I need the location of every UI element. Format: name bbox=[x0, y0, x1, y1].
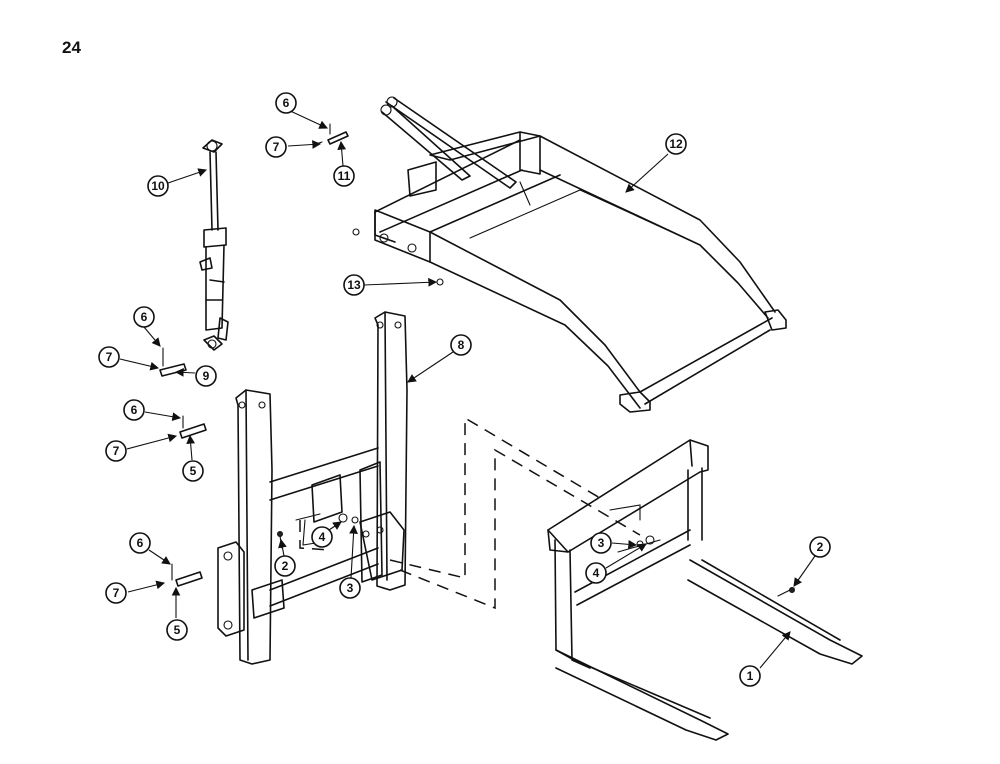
svg-text:12: 12 bbox=[669, 137, 683, 151]
hydraulic-cylinder bbox=[199, 139, 229, 351]
svg-text:9: 9 bbox=[203, 369, 210, 383]
callout-6-top: 6 bbox=[275, 92, 297, 114]
svg-text:2: 2 bbox=[817, 540, 824, 554]
leader-lines bbox=[119, 108, 816, 669]
callout-10: 10 bbox=[147, 175, 169, 197]
platform-frame bbox=[374, 96, 787, 413]
svg-text:8: 8 bbox=[458, 338, 465, 352]
svg-text:7: 7 bbox=[113, 444, 120, 458]
callout-3-right: 3 bbox=[590, 532, 612, 554]
callout-7-mid1: 7 bbox=[98, 346, 120, 368]
svg-text:3: 3 bbox=[347, 581, 354, 595]
page-number: 24 bbox=[62, 38, 81, 57]
callout-4-right: 4 bbox=[585, 562, 607, 584]
callout-1: 1 bbox=[739, 665, 761, 687]
callout-2-left: 2 bbox=[274, 555, 296, 577]
svg-text:5: 5 bbox=[190, 464, 197, 478]
callout-11: 11 bbox=[333, 165, 355, 187]
callout-7-top: 7 bbox=[265, 136, 287, 158]
svg-text:3: 3 bbox=[598, 536, 605, 550]
svg-text:5: 5 bbox=[174, 623, 181, 637]
callout-2-right: 2 bbox=[809, 536, 831, 558]
svg-text:7: 7 bbox=[273, 140, 280, 154]
svg-text:1: 1 bbox=[747, 669, 754, 683]
svg-text:6: 6 bbox=[131, 403, 138, 417]
callout-13: 13 bbox=[343, 274, 365, 296]
svg-text:7: 7 bbox=[106, 350, 113, 364]
svg-text:6: 6 bbox=[137, 536, 144, 550]
callout-6-mid2: 6 bbox=[123, 399, 145, 421]
callout-8: 8 bbox=[450, 334, 472, 356]
callout-12: 12 bbox=[665, 133, 687, 155]
callout-7-low: 7 bbox=[105, 582, 127, 604]
callout-4-left: 4 bbox=[311, 526, 333, 548]
svg-text:10: 10 bbox=[151, 179, 165, 193]
mast-frame bbox=[217, 311, 408, 665]
svg-text:4: 4 bbox=[319, 530, 326, 544]
pallet-fork bbox=[547, 439, 863, 741]
svg-text:4: 4 bbox=[593, 566, 600, 580]
svg-text:2: 2 bbox=[282, 559, 289, 573]
callout-5-upper: 5 bbox=[182, 460, 204, 482]
svg-text:6: 6 bbox=[283, 96, 290, 110]
callout-5-lower: 5 bbox=[166, 619, 188, 641]
svg-text:7: 7 bbox=[113, 586, 120, 600]
pins-and-fasteners bbox=[159, 123, 795, 597]
callout-7-mid2: 7 bbox=[105, 440, 127, 462]
dashed-connection bbox=[299, 416, 641, 610]
callout-3-left: 3 bbox=[339, 577, 361, 599]
svg-text:13: 13 bbox=[347, 278, 361, 292]
callout-6-low: 6 bbox=[129, 532, 151, 554]
callout-9: 9 bbox=[195, 365, 217, 387]
svg-text:11: 11 bbox=[338, 169, 351, 183]
svg-text:6: 6 bbox=[141, 310, 148, 324]
callout-6-mid1: 6 bbox=[133, 306, 155, 328]
